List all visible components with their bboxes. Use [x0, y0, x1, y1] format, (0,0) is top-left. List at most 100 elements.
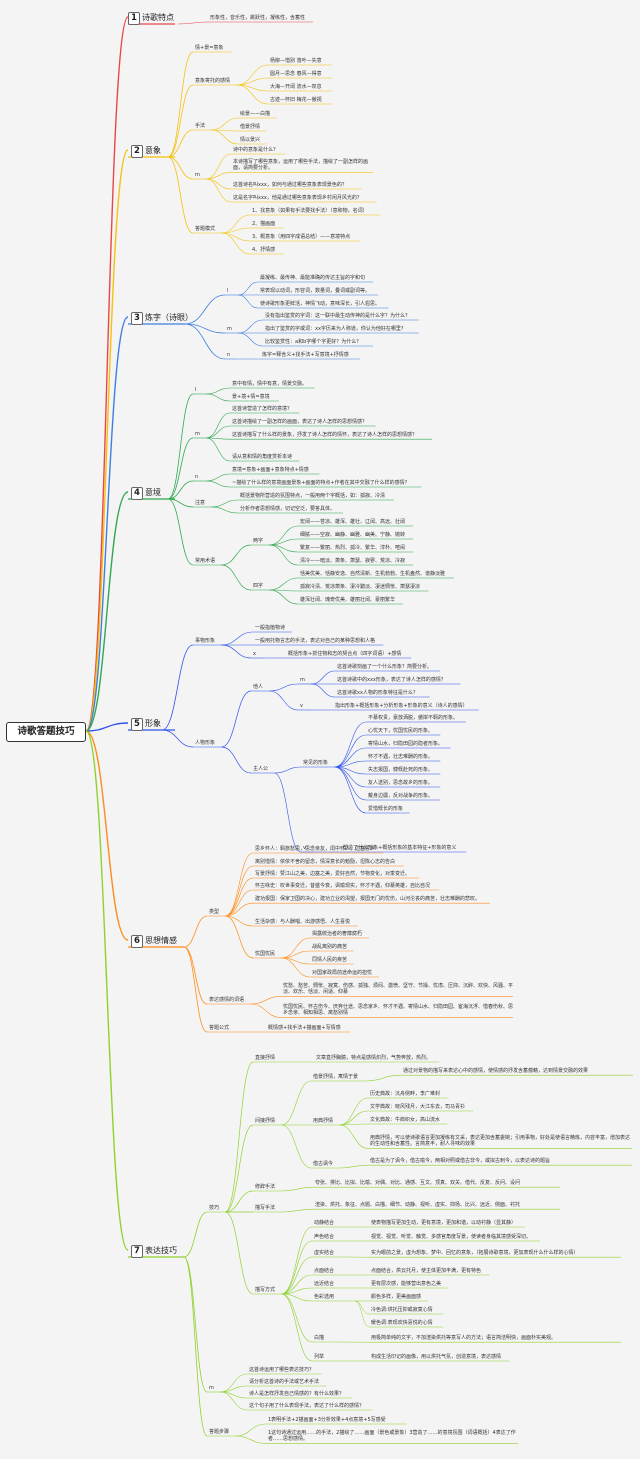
emotion-types[interactable]: 类型 — [209, 909, 220, 915]
indirect-past[interactable]: 借古讽今 — [313, 1161, 334, 1167]
skills-question-item[interactable]: 这个句子用了什么表现手法，表达了什么样的感情？ — [249, 1403, 365, 1409]
conception-n-item[interactable]: 意境=意象+画面+意象特点+情感 — [232, 467, 309, 473]
common-image-item[interactable]: 怀才不遇，壮志难酬的形象。 — [368, 754, 434, 760]
conception-m[interactable]: m — [195, 431, 200, 437]
skills-steps[interactable]: 答题步骤 — [209, 1429, 230, 1435]
carrier-item[interactable]: 杨柳—惜别 落叶—失意 — [270, 58, 322, 64]
image-thing[interactable]: 事物形象 — [195, 638, 216, 644]
conception-m-item[interactable]: 这首诗营造了怎样的意境？ — [232, 406, 293, 412]
others-m-item[interactable]: 这首诗歌刻画了一个什么形象？简要分析。 — [337, 664, 433, 670]
poet-common[interactable]: 常见的形象 — [303, 760, 329, 766]
thing-item[interactable]: 一般指植物诗 — [255, 625, 286, 631]
carrier-item[interactable]: 大海—开阔 流水—叹息 — [270, 84, 322, 90]
way-value[interactable]: 更有层次感，能够营出意色之美 — [371, 1281, 442, 1287]
emotion-type-item[interactable]: 生活杂感：与人酬唱、出游感悟、人生喜悦 — [255, 919, 351, 925]
conception-note-item[interactable]: 概括景物所营造的氛围特点，一般用两个字概括，如：孤寂、冷清 — [240, 493, 386, 499]
refining-l-item[interactable]: 常表现以动词，形容词，数量词，叠词或副词等。 — [260, 288, 371, 294]
way-value[interactable]: 构成生活印记的画像，用以烘托气氛，创造意境，表达感情 — [371, 1354, 502, 1360]
skills-question-item[interactable]: 请分析这首诗的手法或艺术手法 — [249, 1379, 320, 1385]
conception-terms[interactable]: 常用术语 — [195, 558, 216, 564]
worry-item[interactable]: 战乱离别的痛苦 — [312, 944, 348, 950]
way-key[interactable]: 点面结合 — [314, 1268, 335, 1274]
imagery-methods[interactable]: 手法 — [195, 123, 206, 129]
refining-l[interactable]: l — [227, 288, 229, 294]
others-m[interactable]: m — [300, 677, 305, 683]
model-step[interactable]: 4、抒情感 — [252, 247, 276, 253]
conception-l[interactable]: l — [195, 387, 197, 393]
way-value[interactable]: 颜色多样，更美画面感 — [371, 1294, 422, 1300]
imagery-definition[interactable]: 情+景=意象 — [195, 45, 224, 51]
conception-l-item[interactable]: 景+境+情=意境 — [232, 394, 270, 400]
indirect-allusion[interactable]: 用典抒情 — [313, 1118, 334, 1124]
skills-rhetoric[interactable]: 修辞手法 — [255, 1184, 276, 1190]
allusion-item[interactable]: 历史典故：沉舟侧畔，李广难封 — [370, 1091, 441, 1097]
common-image-item[interactable]: 寄情山水，归隐田园的隐者形象。 — [368, 741, 444, 747]
way-key[interactable]: 声色结合 — [314, 1234, 335, 1240]
direct-item[interactable]: 文章直抒胸臆，特点是感情炽烈，气势奔放，热烈。 — [316, 1055, 432, 1061]
skills-ways[interactable]: 描写方式 — [255, 1287, 276, 1293]
emotion-type-item[interactable]: 离别惜情：依依不舍的留念，情深意长的勉励，坦陈心志的告白 — [255, 859, 396, 865]
allusion-item[interactable]: 文学典故：晓风残月，大江东去，司马青衫 — [370, 1104, 466, 1110]
conception-l-item[interactable]: 意中有情，情中有意，情景交融。 — [232, 381, 308, 387]
refining-m-item[interactable]: 没有指出鉴赏的字词：这一联中最生动传神的是什么字？为什么？ — [265, 313, 411, 319]
image-person[interactable]: 人物形象 — [195, 740, 216, 746]
conception-n-item[interactable]: ~描绘了什么样的意境画面景象+画面的特点+作者在其中交融了什么样的感情？ — [232, 480, 410, 486]
poet-v[interactable]: v — [303, 845, 306, 851]
past-item[interactable]: 借古是为了讽今，借古喻今，两相对照或借古非今，或拟古刺今，以表达诗的题旨 — [370, 1158, 551, 1164]
refining-m-item[interactable]: 比较鉴赏性：a和b字哪个字更好？为什么？ — [265, 339, 362, 345]
way-key[interactable]: 白描 — [314, 1335, 325, 1341]
scene-item[interactable]: 通过对景物的描写来表达心中的感情，使情感的抒发含蓄蕴藉，达到情景交融的效果 — [403, 1068, 589, 1074]
skills-indirect[interactable]: 间接抒情 — [255, 1118, 276, 1124]
way-value[interactable]: 点面结合，烘云托月，使主体更加丰满，更有特色 — [371, 1268, 482, 1274]
emotion-type-item[interactable]: 怀古咏史：叹世事变迁，昔盛今衰，讽喻现实，怀才不遇，仰慕英雄，自比自况 — [255, 883, 431, 889]
others-m-item[interactable]: 这首诗歌xx人物的形象特征是什么？ — [337, 690, 418, 696]
formula-item[interactable]: 概情感+找手法+描画面+写情感 — [268, 1025, 341, 1031]
four-char-item[interactable]: 恬美优美、恬静安逸、自然清新、生机勃勃、生机盎然、谱静淡雅 — [300, 571, 446, 577]
conception-m-item[interactable]: 这首诗描写了什么样的景象，抒发了诗人怎样的情怀，表达了诗人怎样的思想情感？ — [232, 432, 418, 438]
refining-l-item[interactable]: 使诗歌形象更鲜活，神情飞动，意味深长，引人遐思。 — [260, 301, 381, 307]
imagery-questions[interactable]: m — [195, 172, 200, 178]
skills[interactable]: 技巧 — [209, 1205, 220, 1211]
two-char-item[interactable]: 宏阔——苍凉、雄浑、雄壮、辽阔、高远、壮阔 — [300, 519, 406, 525]
root-node[interactable]: 诗歌答题技巧 — [6, 722, 86, 742]
indirect-scene[interactable]: 借景抒情，寓情于景 — [313, 1074, 359, 1080]
emotion-formula[interactable]: 答题公式 — [209, 1025, 230, 1031]
two-char-item[interactable]: 繁复——繁丽、热烈、孤冷、繁华、淳朴、喧闹 — [300, 545, 406, 551]
way-value[interactable]: 用极简单纯的文字，不加渲染烘托等意写人的方法；语言简洁明快，画面朴实美观。 — [371, 1335, 557, 1341]
way-value[interactable]: 使表物描写更加生动，更有意境，更加和谐，以动衬静（显其静） — [371, 1220, 517, 1226]
conception-n[interactable]: n — [195, 474, 199, 480]
common-image-item[interactable]: 不慕权贵，豪放洒脱，傲岸不羁的形象。 — [368, 715, 459, 721]
refining-l-item[interactable]: 最凝练、最传神、最能准确的传达主旨的字和句 — [260, 275, 366, 281]
person-others[interactable]: 他人 — [253, 684, 264, 690]
others-v-item[interactable]: 指出形象+概括形象+分析形象+形象的意义（诗人的感情） — [335, 703, 468, 709]
four-char-item[interactable]: 雄浑壮阔、瑰奇优美、雄丽壮阔、豪丽繁华 — [300, 597, 396, 603]
skills-description[interactable]: 描写手法 — [255, 1205, 276, 1211]
skills-step-item[interactable]: 1这句诗通过运用……的手法，2描绘了……画面（景色或景象）3营造了……的意境氛围… — [268, 1430, 516, 1443]
common-image-item[interactable]: 友人送别，思念故乡的形象。 — [368, 780, 434, 786]
question-item[interactable]: 这是名字叫xxx，他是通过哪些意象表现乡村闲月风光的？ — [233, 195, 362, 201]
common-image-item[interactable]: 失志报国，慷慨赴死的形象。 — [368, 767, 434, 773]
way-value[interactable]: 实为眼前之景，虚为想象、梦中、回忆的意象，（拓展诗歌意境，更加表现什么什么样的心… — [371, 1250, 579, 1256]
feature-text[interactable]: 形象性，音乐性，跳跃性，凝练性，含蓄性 — [210, 15, 306, 21]
question-item[interactable]: 本诗描写了哪些意象，运用了哪些手法，描绘了一副怎样的画面，请简要分析。 — [233, 159, 369, 172]
terms-two-char[interactable]: 两字 — [253, 538, 264, 544]
two-char-item[interactable]: 清冷——暗淡、萧条、萧瑟、寂寥、荒凉、冷寂 — [300, 558, 406, 564]
refining-m[interactable]: m — [227, 326, 232, 332]
thing-x[interactable]: x — [253, 651, 256, 657]
emotion-word-item[interactable]: 忧愁、愁苦、惆怅、寂寞、伤感、孤独、烦闷、激愤、坚守、节操、忧虑、压抑、沉醉、欢… — [283, 983, 514, 996]
emotion-type-item[interactable]: 建功报国：保家卫国的决心，建功立业的渴望，报国无门的忧伤，山河沦丧的痛苦，壮志难… — [255, 896, 481, 902]
terms-four-char[interactable]: 四字 — [253, 583, 264, 589]
rhetoric-item[interactable]: 夸张、排比、比拟、比喻、对偶、对比、通感、互文、顶真、双关、借代、反复、反问、设… — [315, 1180, 521, 1186]
others-m-item[interactable]: 这首诗歌中的xxx形象，表达了诗人怎样的感情？ — [337, 677, 446, 683]
way-key[interactable]: 动静结合 — [314, 1220, 335, 1226]
allusion-item[interactable]: 用典抒情，可以使诗歌语言更加凝练有文采，表达更加含蓄委婉；引用事物，好处是使语言… — [370, 1135, 631, 1148]
others-v[interactable]: v — [300, 703, 303, 709]
worry-item[interactable]: 对国家政局前途命运的担忧 — [312, 970, 373, 976]
conception-note-item[interactable]: 分析作者思想情感，切记空泛，要答具体。 — [240, 506, 336, 512]
common-image-item[interactable]: 戴身边疆，反对战争的形象。 — [368, 793, 434, 799]
model-step[interactable]: 1、找意象（如果有手法要找手法）（意和物，名词） — [252, 208, 368, 214]
